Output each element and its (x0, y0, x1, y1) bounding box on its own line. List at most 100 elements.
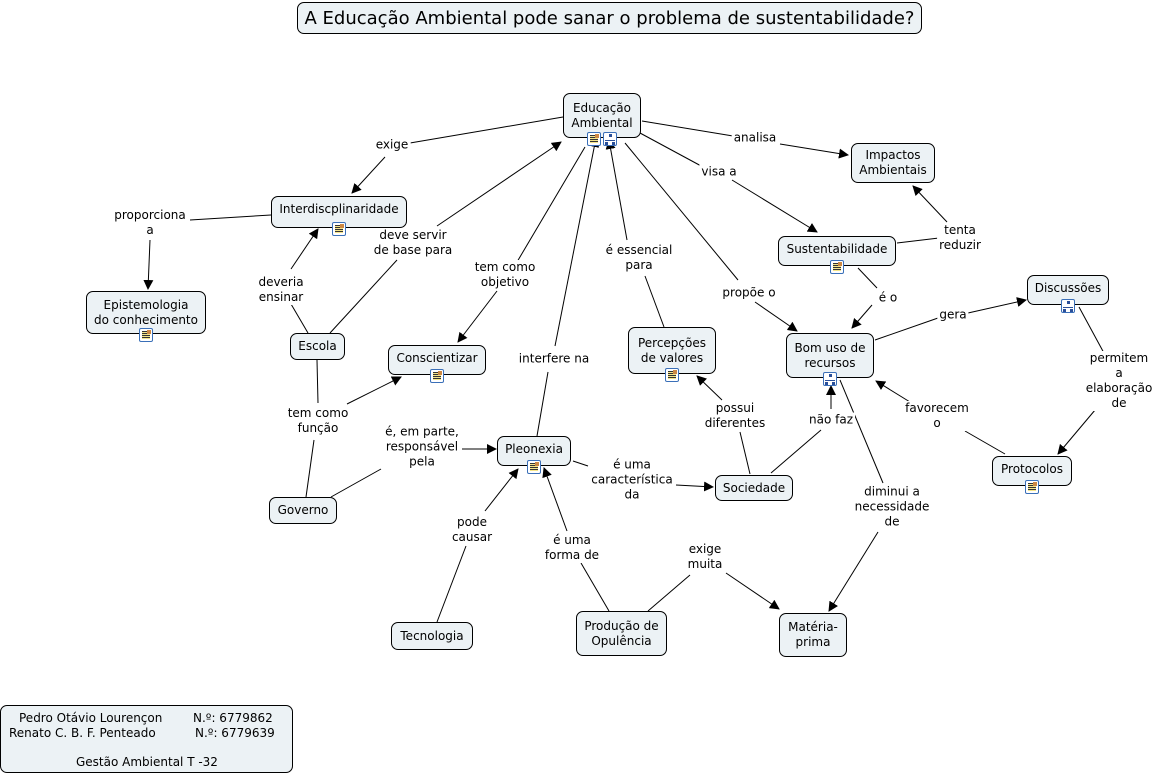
link-label-propoe-o[interactable]: propõe o (720, 285, 778, 301)
document-icon[interactable] (830, 260, 844, 274)
line-tecnologia-pode (436, 545, 467, 623)
arrow-visa-sustentabilidade (731, 179, 818, 233)
link-label-interfere-na[interactable]: interfere na (516, 351, 592, 367)
line-governo-em-parte (330, 468, 382, 498)
concept-label: Epistemologia do conhecimento (94, 297, 198, 327)
line-producao-forma (580, 562, 610, 612)
document-icon[interactable] (665, 368, 679, 382)
line-percepcoes-essencial (644, 275, 665, 328)
concept-label: Discussões (1034, 280, 1102, 295)
line-escola-deve-servir (329, 259, 398, 334)
concept-sustentabilidade[interactable]: Sustentabilidade (778, 236, 896, 274)
concept-governo[interactable]: Governo (269, 497, 337, 524)
concept-discussoes[interactable]: Discussões (1027, 275, 1109, 313)
concept-map-icon[interactable] (603, 132, 617, 146)
concept-percepcoes-de-valores[interactable]: Percepções de valores (628, 327, 716, 382)
concept-label: Escola (298, 339, 337, 353)
concept-producao-de-opulencia[interactable]: Produção de Opulência (576, 611, 667, 656)
arrow-gera-discussoes (967, 297, 1027, 314)
link-label-essencial-para[interactable]: é essencial para (603, 243, 675, 273)
document-icon[interactable] (1025, 480, 1039, 494)
link-label-gera[interactable]: gera (937, 307, 969, 323)
link-label-deveria-ensinar[interactable]: deveria ensinar (256, 275, 306, 305)
link-label-analisa[interactable]: analisa (731, 130, 779, 146)
arrow-forma-pleonexia (542, 467, 568, 532)
concept-map-icon[interactable] (1061, 299, 1075, 313)
link-label-nao-faz[interactable]: não faz (807, 412, 855, 428)
line-sust-eo (857, 267, 878, 289)
link-label-tenta-reduzir[interactable]: tenta reduzir (937, 223, 983, 253)
link-label-forma-de[interactable]: é uma forma de (542, 533, 602, 563)
arrow-propoe-bomuso (754, 301, 798, 332)
link-label-exige-muita[interactable]: exige muita (685, 542, 725, 572)
link-label-favorecem-o[interactable]: favorecem o (903, 401, 971, 431)
link-label-deve-servir[interactable]: deve servir de base para (371, 228, 455, 258)
arrow-tenta-impactos (912, 185, 948, 223)
arrow-caracteristica-sociedade (675, 481, 714, 492)
line-sust-tenta (896, 237, 940, 244)
document-icon[interactable] (139, 328, 153, 342)
concept-tecnologia[interactable]: Tecnologia (391, 622, 473, 650)
link-label-tem-como-funcao[interactable]: tem como função (285, 406, 351, 436)
concept-materia-prima[interactable]: Matéria- prima (779, 613, 847, 657)
author-number-1: N.º: 6779862 (193, 711, 273, 725)
arrow-funcao-conscientizar (346, 376, 402, 405)
line-protocolos-favorecem (964, 430, 1006, 455)
concept-label: Protocolos (1001, 461, 1063, 476)
line-educacao-objetivo (516, 146, 586, 263)
link-label-pode-causar[interactable]: pode causar (449, 515, 495, 545)
document-icon[interactable] (332, 222, 346, 236)
line-educacao-visa (639, 132, 704, 168)
author-name-1: Pedro Otávio Lourençon (19, 711, 163, 725)
concept-label: Sociedade (722, 480, 786, 495)
document-icon[interactable] (527, 460, 541, 474)
concept-pleonexia[interactable]: Pleonexia (497, 436, 571, 474)
arrow-deve-servir-educacao (436, 141, 562, 227)
credits-box: Pedro Otávio Lourençon N.º: 6779862 Rena… (0, 705, 293, 773)
concept-interdisciplinaridade[interactable]: Interdiscplinaridade (271, 196, 407, 236)
link-label-diminui[interactable]: diminui a necessidade de (852, 484, 932, 530)
concept-sociedade[interactable]: Sociedade (715, 475, 793, 501)
link-label-em-parte-responsavel[interactable]: é, em parte, responsável pela (383, 424, 461, 470)
link-label-permitem[interactable]: permitem a elaboração de (1083, 351, 1155, 411)
concept-impactos-ambientais[interactable]: Impactos Ambientais (851, 143, 935, 183)
arrow-possui-percepcoes (696, 375, 723, 401)
link-label-exige[interactable]: exige (373, 137, 411, 153)
document-icon[interactable] (587, 132, 601, 146)
author-name-2: Renato C. B. F. Penteado (9, 726, 156, 740)
concept-educacao-ambiental[interactable]: Educação Ambiental (563, 93, 641, 146)
line-educacao-propoe (624, 142, 739, 281)
concept-label: Conscientizar (396, 350, 478, 365)
concept-epistemologia[interactable]: Epistemologia do conhecimento (86, 291, 206, 342)
concept-protocolos[interactable]: Protocolos (992, 456, 1072, 494)
document-icon[interactable] (430, 369, 444, 383)
line-educacao-exige (409, 116, 564, 144)
arrow-diminui-materia (828, 531, 879, 612)
line-escola-deveria (290, 303, 309, 334)
link-label-possui-diferentes[interactable]: possui diferentes (702, 401, 768, 431)
concept-bom-uso-de-recursos[interactable]: Bom uso de recursos (786, 333, 874, 386)
line-escola-funcao (316, 359, 319, 404)
arrow-exige-interdisc (351, 156, 386, 194)
line-sociedade-possui (739, 431, 751, 475)
concept-conscientizar[interactable]: Conscientizar (388, 345, 486, 383)
link-label-proporciona-a[interactable]: proporciona a (112, 208, 188, 238)
concept-label: Pleonexia (505, 441, 563, 456)
concept-label: Percepções de valores (637, 335, 707, 365)
concept-label: Governo (277, 503, 329, 517)
link-label-visa-a[interactable]: visa a (699, 164, 739, 180)
concept-map-icon[interactable] (823, 372, 837, 386)
concept-label: Tecnologia (400, 628, 464, 643)
arrow-objetivo-conscientizar (457, 290, 498, 343)
link-label-caracteristica[interactable]: é uma característica da (589, 457, 675, 503)
line-bomuso-gera (874, 317, 939, 341)
concept-escola[interactable]: Escola (290, 333, 345, 360)
link-label-e-o[interactable]: é o (876, 290, 900, 306)
course-name: Gestão Ambiental T -32 (76, 755, 218, 769)
concept-label: Produção de Opulência (584, 618, 659, 648)
arrow-analisa-impactos (779, 143, 849, 159)
link-label-tem-como-objetivo[interactable]: tem como objetivo (472, 260, 538, 290)
line-educacao-analisa (641, 120, 734, 137)
author-number-2: N.º: 6779639 (195, 726, 275, 740)
